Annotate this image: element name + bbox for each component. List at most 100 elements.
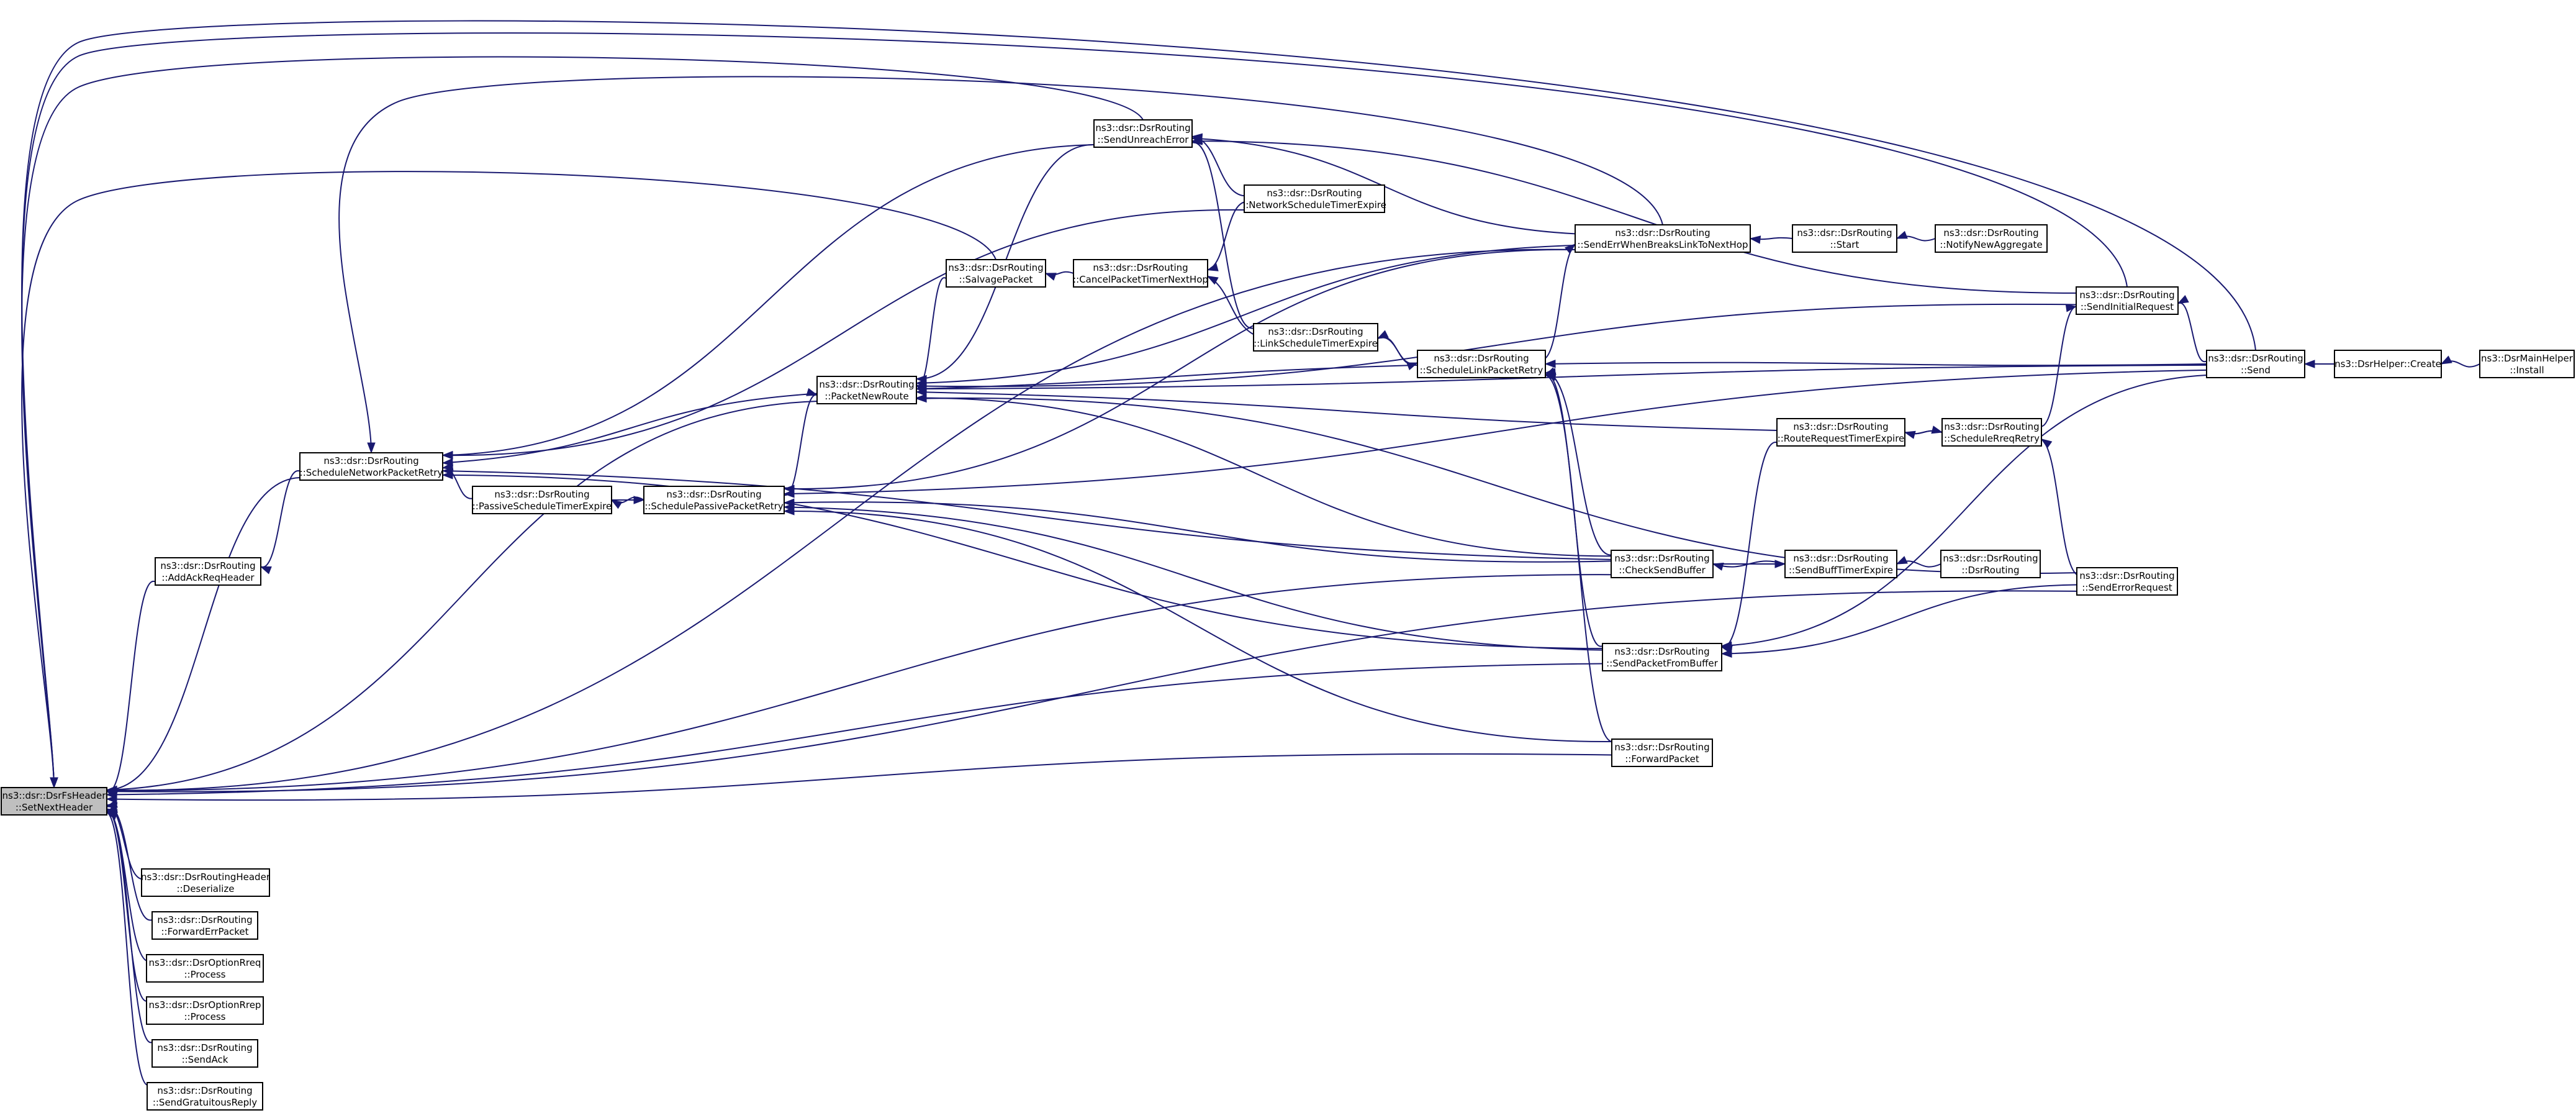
edge-checksendbuffer-to-schedulepassivepacketretry: [783, 498, 1612, 563]
node-box: [2076, 567, 2178, 596]
edge-networkscheduletimerexpire-to-cancelpackettimernexthop: [1206, 201, 1245, 271]
edge-line: [1191, 142, 1254, 329]
arrowhead: [106, 787, 117, 796]
node-senderrorrequest[interactable]: ns3::dsr::DsrRouting::SendErrorRequest: [2076, 567, 2178, 596]
node-box: [1792, 224, 1897, 253]
node-label-line2: ::PacketNewRoute: [825, 391, 908, 402]
node-install[interactable]: ns3::DsrMainHelper::Install: [2479, 350, 2575, 378]
node-box: [1941, 418, 2042, 447]
edge-routerequesttimerexpire-to-sendpacketfrombuffer: [1720, 442, 1778, 654]
node-label-line2: ::SetNextHeader: [16, 802, 93, 813]
edge-line: [784, 369, 2207, 495]
arrowhead: [1206, 275, 1219, 285]
arrowhead: [106, 794, 117, 804]
node-networkscheduletimerexpire[interactable]: ns3::dsr::DsrRouting::NetworkScheduleTim…: [1242, 184, 1386, 213]
edge-line: [442, 144, 1095, 456]
node-label-line2: ::SendAck: [182, 1054, 228, 1065]
arrowhead: [1720, 649, 1732, 658]
node-routerequesttimerexpire[interactable]: ns3::dsr::DsrRouting::RouteRequestTimerE…: [1776, 418, 1905, 447]
edge-senderrwhenbreakslinktonexthop-to-schedulenetworkpacketretry: [338, 76, 1663, 454]
node-cancelpackettimernexthop[interactable]: ns3::dsr::DsrRouting::CancelPacketTimerN…: [1073, 259, 1208, 288]
node-sendpacketfrombuffer[interactable]: ns3::dsr::DsrRouting::SendPacketFromBuff…: [1602, 643, 1722, 671]
node-label-line1: ns3::dsr::DsrOptionRreq: [149, 957, 261, 968]
node-sendgratuitousreply[interactable]: ns3::dsr::DsrRouting::SendGratuitousRepl…: [147, 1082, 263, 1111]
node-send[interactable]: ns3::dsr::DsrRouting::Send: [2206, 350, 2305, 378]
node-box: [1940, 550, 2041, 578]
node-label-line1: ns3::dsr::DsrRouting: [948, 262, 1043, 273]
node-create[interactable]: ns3::DsrHelper::Create: [2334, 350, 2442, 378]
node-box: [1602, 643, 1722, 671]
edge-checksendbuffer-to-setnextheader: [106, 574, 1612, 795]
edge-line: [916, 364, 1418, 390]
edge-line: [784, 248, 1576, 490]
node-box: [1784, 550, 1897, 578]
node-box: [1, 787, 107, 816]
edge-line: [1721, 375, 2207, 647]
node-box: [299, 452, 443, 481]
node-senderrwhenbreakslinktonexthop[interactable]: ns3::dsr::DsrRouting::SendErrWhenBreaksL…: [1575, 224, 1751, 253]
node-dsrrouting[interactable]: ns3::dsr::DsrRouting::DsrRouting: [1940, 550, 2041, 578]
arrowhead: [1544, 372, 1557, 381]
node-label-line2: ::LinkScheduleTimerExpire: [1254, 338, 1378, 349]
node-box: [472, 486, 612, 514]
node-sendinitialrequest[interactable]: ns3::dsr::DsrRouting::SendInitialRequest: [2076, 286, 2179, 315]
node-setnextheader[interactable]: ns3::dsr::DsrFsHeader::SetNextHeader: [1, 787, 107, 816]
node-label-line1: ns3::dsr::DsrRouting: [1267, 188, 1362, 199]
node-box: [1093, 119, 1193, 148]
node-rrepprocess[interactable]: ns3::dsr::DsrOptionRrep::Process: [146, 996, 264, 1025]
edge-line: [21, 32, 2128, 788]
node-label-line2: ::SendBuffTimerExpire: [1789, 565, 1893, 576]
node-sendack[interactable]: ns3::dsr::DsrRouting::SendAck: [151, 1039, 258, 1068]
edge-line: [1721, 442, 1778, 648]
node-linkscheduletimerexpire[interactable]: ns3::dsr::DsrRouting::LinkScheduleTimerE…: [1253, 323, 1378, 352]
edge-senderrorrequest-to-setnextheader: [106, 590, 2077, 796]
node-box: [643, 486, 785, 514]
node-label-line1: ns3::dsr::DsrRouting: [1614, 646, 1709, 657]
edge-schedulepassivepacketretry-to-packetnewroute: [784, 388, 818, 496]
edge-cancelpackettimernexthop-to-salvagepacket: [1044, 271, 1074, 281]
edge-linkscheduletimerexpire-to-cancelpackettimernexthop: [1206, 275, 1254, 335]
edge-line: [784, 506, 1603, 651]
edge-line: [21, 171, 997, 788]
node-box: [1776, 418, 1905, 447]
node-box: [946, 259, 1046, 288]
node-rreqprocess[interactable]: ns3::dsr::DsrOptionRreq::Process: [146, 954, 264, 983]
node-start[interactable]: ns3::dsr::DsrRouting::Start: [1792, 224, 1897, 253]
node-sendbufftimerexpire[interactable]: ns3::dsr::DsrRouting::SendBuffTimerExpir…: [1784, 550, 1897, 578]
edge-line: [21, 56, 1144, 788]
node-forwarderrpacket[interactable]: ns3::dsr::DsrRouting::ForwardErrPacket: [151, 911, 258, 940]
edge-line: [106, 581, 156, 792]
arrowhead: [1720, 641, 1732, 650]
node-schedulelinkpacketretry[interactable]: ns3::dsr::DsrRouting::ScheduleLinkPacket…: [1417, 350, 1546, 378]
node-box: [1575, 224, 1751, 253]
node-checksendbuffer[interactable]: ns3::dsr::DsrRouting::CheckSendBuffer: [1611, 550, 1714, 578]
node-box: [1253, 323, 1378, 352]
node-sendunreacherror[interactable]: ns3::dsr::DsrRouting::SendUnreachError: [1093, 119, 1193, 148]
node-addackreqheader[interactable]: ns3::dsr::DsrRouting::AddAckReqHeader: [155, 557, 261, 586]
node-deserialize[interactable]: ns3::dsr::DsrRoutingHeader::Deserialize: [141, 868, 271, 897]
node-label-line2: ::DsrRouting: [1961, 565, 2019, 576]
arrowhead: [610, 499, 623, 509]
node-label-line2: ::SendUnreachError: [1098, 134, 1190, 145]
node-label-line2: ::Install: [2510, 365, 2544, 376]
node-schedulenetworkpacketretry[interactable]: ns3::dsr::DsrRouting::ScheduleNetworkPac…: [299, 452, 443, 481]
node-schedulepassivepacketretry[interactable]: ns3::dsr::DsrRouting::SchedulePassivePac…: [643, 486, 785, 514]
arrowhead: [1191, 137, 1203, 145]
node-label-line2: ::NotifyNewAggregate: [1940, 239, 2042, 250]
node-schedulerreqretry[interactable]: ns3::dsr::DsrRouting::ScheduleRreqRetry: [1941, 418, 2042, 447]
edges-layer: [21, 20, 2480, 1086]
node-passivescheduletimerexpire[interactable]: ns3::dsr::DsrRouting::PassiveScheduleTim…: [472, 486, 612, 514]
edge-line: [1545, 372, 1612, 556]
edge-sendpacketfrombuffer-to-schedulenetworkpacketretry: [441, 471, 1603, 650]
node-salvagepacket[interactable]: ns3::dsr::DsrRouting::SalvagePacket: [946, 259, 1046, 288]
node-notifynewaggregate[interactable]: ns3::dsr::DsrRouting::NotifyNewAggregate: [1935, 224, 2048, 253]
edge-line: [2041, 306, 2077, 427]
node-forwardpacket[interactable]: ns3::dsr::DsrRouting::ForwardPacket: [1611, 739, 1713, 767]
node-label-line2: ::Deserialize: [177, 883, 235, 894]
arrowhead: [1931, 425, 1943, 434]
nodes-layer: ns3::dsr::DsrFsHeader::SetNextHeaderns3:…: [1, 119, 2575, 1111]
node-label-line1: ns3::dsr::DsrRouting: [1614, 742, 1709, 753]
edge-line: [1721, 584, 2077, 655]
node-box: [147, 1082, 263, 1111]
node-packetnewroute[interactable]: ns3::dsr::DsrRouting::PacketNewRoute: [816, 376, 917, 404]
